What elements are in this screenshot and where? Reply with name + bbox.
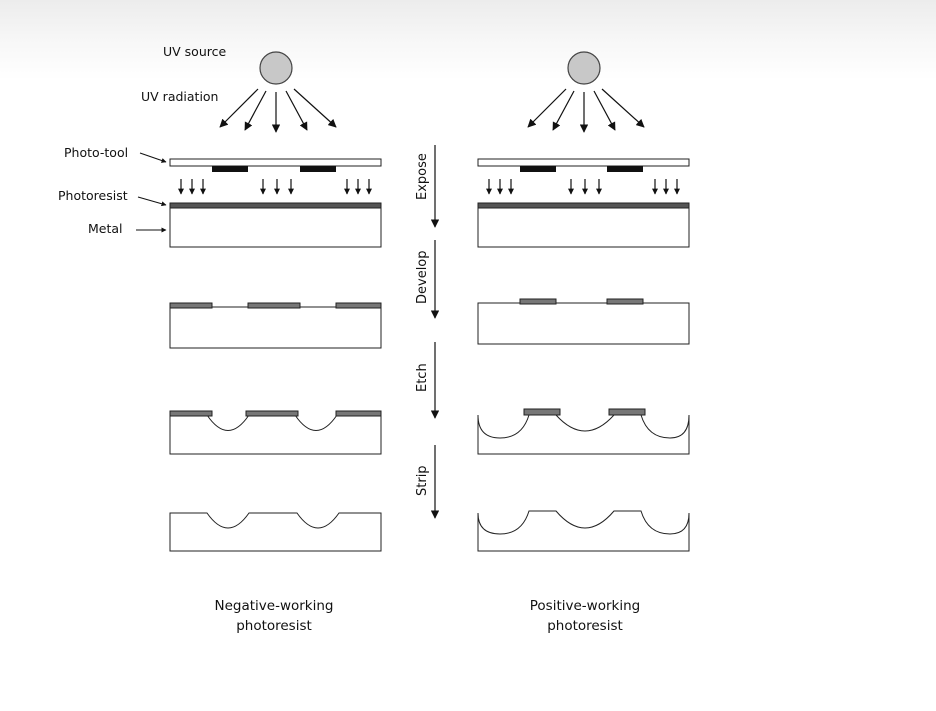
step-strip-label: Strip	[415, 465, 430, 496]
stripped-metal	[169, 512, 382, 552]
photo-tool-label: Photo-tool	[64, 145, 128, 160]
metal-layer	[477, 302, 690, 345]
photo-tool-plate	[477, 158, 690, 167]
mask-block	[520, 166, 556, 172]
uv-source-icon	[567, 51, 601, 85]
resist-pad	[519, 298, 557, 305]
uv-radiation-label: UV radiation	[141, 89, 218, 104]
metal-layer	[169, 207, 382, 248]
uv-source-right	[527, 51, 645, 133]
uv-source-left	[219, 51, 337, 133]
resist-pad	[523, 408, 561, 416]
caption-positive-line1: Positive-working	[530, 598, 640, 614]
develop-stage-positive	[477, 298, 690, 345]
stripped-metal	[477, 510, 690, 552]
mask-block	[212, 166, 248, 172]
resist-pad	[608, 408, 646, 416]
resist-pad	[245, 410, 299, 417]
strip-stage-negative	[169, 512, 382, 552]
resist-pad	[606, 298, 644, 305]
resist-pad	[335, 410, 382, 417]
caption-positive-line2: photoresist	[547, 618, 623, 634]
mask-block	[300, 166, 336, 172]
uv-source-label: UV source	[163, 44, 226, 59]
caption-negative: Negative-working photoresist	[214, 598, 333, 634]
mask-block	[607, 166, 643, 172]
photoresist-layer	[169, 202, 382, 209]
strip-stage-positive	[477, 510, 690, 552]
etch-stage-negative	[169, 410, 382, 455]
expose-stage-negative	[169, 158, 382, 248]
caption-negative-line1: Negative-working	[214, 598, 333, 614]
etch-stage-positive	[477, 408, 690, 455]
photo-tool-plate	[169, 158, 382, 167]
resist-pad	[169, 410, 213, 417]
expose-stage-positive	[477, 158, 690, 248]
uv-rays-right	[527, 88, 645, 133]
step-expose-label: Expose	[415, 153, 430, 200]
photoresist-pointer	[137, 196, 167, 207]
resist-pad	[335, 302, 382, 309]
exposure-arrows	[178, 179, 372, 195]
photoresist-label: Photoresist	[58, 188, 128, 203]
resist-pad	[247, 302, 301, 309]
step-develop-label: Develop	[415, 250, 430, 304]
etched-metal	[169, 414, 382, 455]
metal-layer	[477, 207, 690, 248]
uv-source-icon	[259, 51, 293, 85]
step-etch-label: Etch	[415, 363, 430, 392]
metal-label: Metal	[88, 221, 123, 236]
develop-stage-negative	[169, 302, 382, 349]
caption-positive: Positive-working photoresist	[530, 598, 640, 634]
photo-tool-pointer	[139, 152, 167, 163]
caption-negative-line2: photoresist	[236, 618, 312, 634]
metal-layer	[169, 306, 382, 349]
photoresist-layer	[477, 202, 690, 209]
resist-pad	[169, 302, 213, 309]
exposure-arrows	[486, 179, 680, 195]
etched-metal	[477, 414, 690, 455]
uv-rays-left	[219, 88, 337, 133]
process-steps: Expose Develop Etch Strip	[415, 145, 440, 519]
